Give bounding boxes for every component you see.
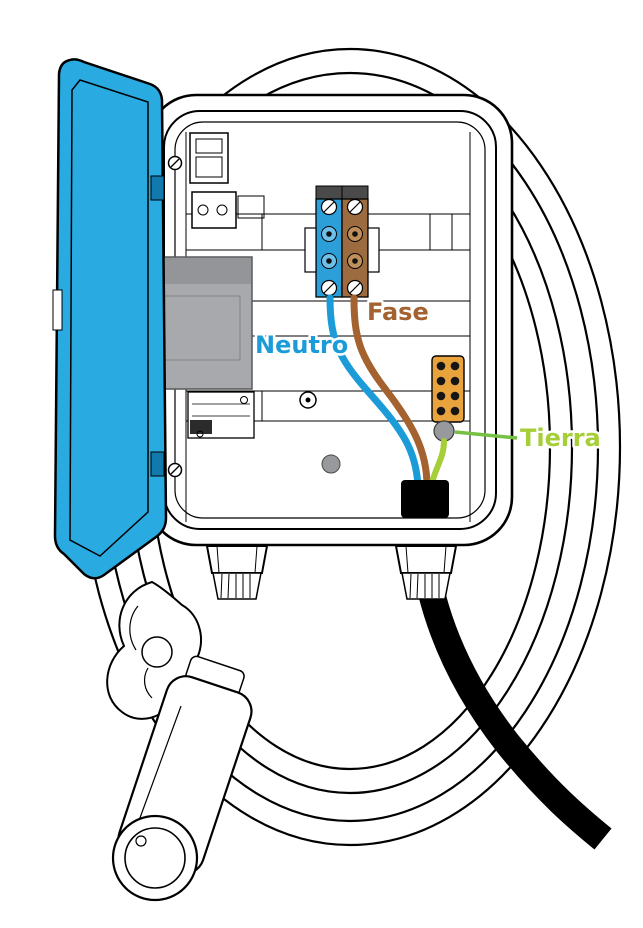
fase-label: Fase bbox=[367, 298, 429, 326]
component-box-2-hole-a bbox=[197, 204, 209, 216]
terminal-screw-n-top-slot bbox=[323, 201, 335, 213]
latch-screw-b bbox=[196, 430, 204, 438]
front-cover-body bbox=[53, 58, 168, 580]
terminal-port-n-1-hole bbox=[326, 231, 332, 237]
gland-left-nut-facet-b bbox=[254, 545, 258, 574]
holster-cutout bbox=[141, 636, 173, 668]
front-cover-side-slot bbox=[52, 289, 63, 331]
component-box-3 bbox=[237, 195, 265, 219]
gland-right-nut bbox=[394, 545, 458, 574]
neutro-label: Neutro bbox=[255, 331, 348, 359]
holster-detail-arc-2 bbox=[143, 667, 153, 699]
gland-right-ridge-2 bbox=[416, 573, 419, 599]
mounting-hole-center bbox=[305, 397, 311, 403]
neutro-wire bbox=[326, 294, 422, 490]
latch-dark-block bbox=[190, 420, 212, 434]
gland-left-ridged bbox=[212, 572, 262, 600]
component-box-2 bbox=[191, 191, 237, 229]
gland-right-ridged bbox=[401, 572, 451, 600]
earth-port-3 bbox=[436, 376, 446, 386]
connector-barrel-line bbox=[136, 705, 182, 827]
phase-terminal-cap bbox=[341, 185, 369, 200]
earth-port-8 bbox=[450, 406, 460, 416]
supply-cable bbox=[410, 553, 612, 850]
earth-port-7 bbox=[436, 406, 446, 416]
mounting-hole bbox=[299, 391, 317, 409]
gland-left-ridge-1 bbox=[220, 573, 223, 599]
front-cover-hinge-slot-bottom bbox=[150, 451, 165, 477]
earth-terminal-block bbox=[431, 355, 465, 442]
terminal-screw-l-top-slot bbox=[349, 201, 361, 213]
earth-port-4 bbox=[450, 376, 460, 386]
front-cover-hinge-slot-top bbox=[150, 175, 165, 201]
component-box-2-hole-b bbox=[216, 204, 228, 216]
screw-top-left-slot bbox=[170, 158, 180, 168]
component-box-1-detail-a bbox=[195, 138, 223, 154]
internal-components bbox=[189, 132, 265, 229]
plug-button bbox=[321, 454, 341, 474]
terminal-flange-left bbox=[304, 227, 317, 273]
contactor-top-strip bbox=[151, 258, 251, 284]
latch-mechanism bbox=[187, 391, 255, 439]
gland-right-nut-facet-b bbox=[443, 545, 447, 574]
contactor-block bbox=[146, 256, 253, 390]
gland-left-nut bbox=[205, 545, 269, 574]
charging-connector bbox=[111, 655, 253, 902]
cable-gland-right bbox=[394, 545, 458, 600]
tierra-label: Tierra bbox=[520, 424, 601, 452]
screw-bottom-left-slot bbox=[170, 465, 180, 475]
latch-screw-a bbox=[240, 396, 248, 404]
connector-face-inner bbox=[124, 827, 186, 889]
fase-wire bbox=[350, 294, 431, 490]
holster-detail-arc-1 bbox=[129, 605, 139, 651]
cable-entry-boot bbox=[401, 480, 449, 518]
main-terminal-block bbox=[304, 185, 380, 298]
terminal-screw-n-bottom-slot bbox=[323, 282, 335, 294]
earth-port-6 bbox=[450, 391, 460, 401]
earth-port-2 bbox=[450, 361, 460, 371]
annotations: Fase Neutro Tierra bbox=[253, 296, 604, 455]
front-cover bbox=[52, 58, 168, 580]
earth-port-5 bbox=[436, 391, 446, 401]
terminal-screw-l-bottom-slot bbox=[349, 282, 361, 294]
gland-left-ridge-2 bbox=[227, 573, 230, 599]
front-cover-face-line bbox=[69, 79, 149, 557]
earth-port-1 bbox=[436, 361, 446, 371]
tierra-leader-line bbox=[454, 430, 518, 440]
component-box-1-detail-b bbox=[195, 156, 223, 178]
connector-face-pin bbox=[135, 835, 147, 847]
gland-left-nut-facet-a bbox=[216, 545, 220, 574]
terminal-port-n-2-hole bbox=[326, 258, 332, 264]
neutral-terminal-cap bbox=[315, 185, 343, 200]
terminal-flange-right bbox=[367, 227, 380, 273]
terminal-port-l-2-hole bbox=[352, 258, 358, 264]
gland-right-ridge-1 bbox=[409, 573, 412, 599]
cable-gland-left bbox=[205, 545, 269, 600]
terminal-port-l-1-hole bbox=[352, 231, 358, 237]
gland-right-nut-facet-a bbox=[405, 545, 409, 574]
